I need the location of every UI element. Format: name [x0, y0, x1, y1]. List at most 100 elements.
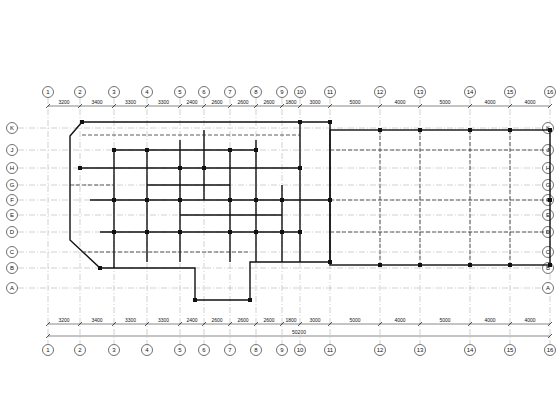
dimension-tick	[46, 334, 50, 338]
grid-line	[18, 185, 542, 186]
dimension-tick	[378, 322, 382, 326]
axis-bubble	[7, 227, 18, 238]
axis-bubble	[543, 145, 554, 156]
column	[112, 148, 116, 152]
column	[280, 230, 284, 234]
axis-bubble	[465, 87, 476, 98]
axis-bubble	[7, 283, 18, 294]
dimension-tick	[508, 322, 512, 326]
axis-bubble	[199, 87, 210, 98]
axis-number: 9	[280, 347, 283, 353]
axis-bubble	[175, 87, 186, 98]
column	[112, 230, 116, 234]
axis-letter: C	[546, 249, 550, 255]
axis-bubble	[295, 345, 306, 356]
column	[112, 198, 116, 202]
axis-number: 9	[280, 89, 283, 95]
grid-line	[147, 98, 148, 344]
axis-bubble	[7, 145, 18, 156]
axis-bubble	[325, 87, 336, 98]
dimension-text: 2600	[262, 100, 275, 105]
dimension-text: 3400	[90, 318, 103, 323]
axis-letter: G	[10, 182, 15, 188]
dimension-text: 4000	[483, 100, 496, 105]
dimension-tick	[228, 322, 232, 326]
dimension-tick	[468, 104, 472, 108]
dimension-tick	[548, 322, 552, 326]
axis-letter: D	[10, 229, 14, 235]
axis-letter: H	[546, 165, 550, 171]
axis-bubble	[543, 180, 554, 191]
column	[248, 298, 252, 302]
column	[78, 166, 82, 170]
column	[254, 148, 258, 152]
axis-bubble	[543, 263, 554, 274]
axis-bubble	[251, 87, 262, 98]
column	[298, 166, 302, 170]
column	[254, 230, 258, 234]
axis-number: 2	[78, 347, 81, 353]
axis-bubble	[543, 195, 554, 206]
dimension-text: 2400	[185, 100, 198, 105]
axis-bubble	[545, 345, 556, 356]
axis-bubble	[543, 123, 554, 134]
dimension-text: 3300	[157, 100, 170, 105]
axis-number: 11	[327, 89, 333, 95]
axis-letter: F	[546, 197, 550, 203]
dimension-text: 4000	[393, 318, 406, 323]
dimension-tick	[46, 104, 50, 108]
axis-letter: J	[547, 147, 550, 153]
dimension-tick	[78, 322, 82, 326]
axis-bubble	[7, 180, 18, 191]
axis-bubble	[75, 87, 86, 98]
axis-number: 13	[417, 347, 424, 353]
dimension-tick	[548, 334, 552, 338]
dimension-tick	[548, 104, 552, 108]
axis-bubble	[7, 163, 18, 174]
dimension-tick	[328, 322, 332, 326]
axis-bubble	[7, 123, 18, 134]
axis-number: 7	[228, 89, 231, 95]
axis-bubble	[7, 263, 18, 274]
column	[468, 128, 472, 132]
axis-bubble	[543, 283, 554, 294]
axis-bubble	[225, 87, 236, 98]
axis-number: 3	[112, 347, 115, 353]
dimension-line	[48, 106, 550, 107]
dimension-text: 2600	[210, 100, 223, 105]
axis-number: 2	[78, 89, 81, 95]
grid-line	[48, 98, 49, 344]
dimension-tick	[145, 322, 149, 326]
axis-number: 10	[297, 89, 304, 95]
axis-number: 4	[145, 89, 148, 95]
axis-number: 12	[377, 89, 384, 95]
axis-bubble	[543, 163, 554, 174]
axis-number: 8	[254, 347, 257, 353]
axis-number: 16	[547, 347, 554, 353]
dimension-tick	[178, 104, 182, 108]
dimension-tick	[178, 322, 182, 326]
axis-letter: K	[546, 125, 550, 131]
axis-bubble	[75, 345, 86, 356]
dimension-tick	[78, 104, 82, 108]
dimension-tick	[378, 104, 382, 108]
dimension-tick	[418, 104, 422, 108]
beams	[70, 130, 550, 265]
column	[468, 263, 472, 267]
axis-bubble	[375, 345, 386, 356]
grid-line	[18, 215, 542, 216]
dimension-tick	[254, 322, 258, 326]
dimension-text: 3000	[308, 100, 321, 105]
axis-bubble	[142, 87, 153, 98]
dimension-text: 2600	[236, 318, 249, 323]
dimension-tick	[508, 104, 512, 108]
grid-line	[18, 128, 542, 129]
column	[418, 128, 422, 132]
column	[178, 166, 182, 170]
dimension-text: 5000	[348, 100, 361, 105]
axis-bubble	[295, 87, 306, 98]
dimension-tick	[46, 322, 50, 326]
grid-line	[18, 268, 542, 269]
axis-bubble	[43, 87, 54, 98]
